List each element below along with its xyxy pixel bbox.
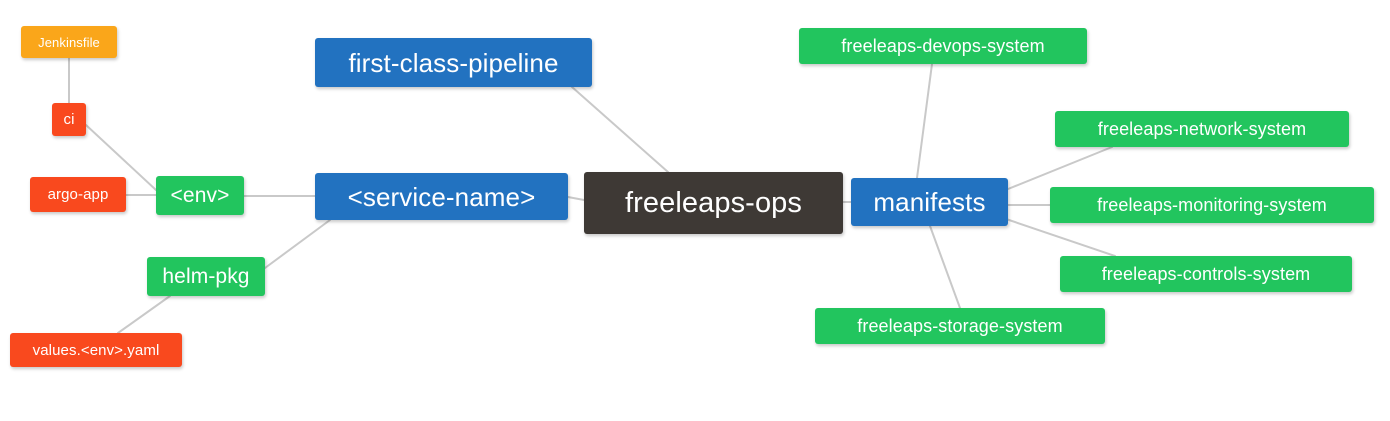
node-label: freeleaps-controls-system: [1101, 264, 1311, 284]
node-freeleaps-ops[interactable]: freeleaps-ops: [584, 172, 843, 234]
node-label: argo-app: [47, 186, 109, 203]
node-values-yaml[interactable]: values.<env>.yaml: [10, 333, 182, 367]
node-label: Jenkinsfile: [38, 34, 100, 50]
node-label: manifests: [873, 187, 986, 217]
node-label: freeleaps-network-system: [1097, 119, 1307, 139]
edge-manifests-to-freeleaps-network-system: [1007, 146, 1113, 190]
node-label: freeleaps-monitoring-system: [1097, 195, 1327, 215]
node-label: ci: [63, 111, 75, 128]
node-first-class-pipeline[interactable]: first-class-pipeline: [315, 38, 592, 87]
node-freeleaps-monitoring-system[interactable]: freeleaps-monitoring-system: [1050, 187, 1374, 223]
node-freeleaps-devops-system[interactable]: freeleaps-devops-system: [799, 28, 1087, 64]
node-label: <service-name>: [347, 181, 536, 212]
edge-service-name-to-freeleaps-ops: [567, 196, 585, 201]
node-env[interactable]: <env>: [156, 176, 244, 215]
node-freeleaps-network-system[interactable]: freeleaps-network-system: [1055, 111, 1349, 147]
node-manifests[interactable]: manifests: [851, 178, 1008, 226]
node-service-name[interactable]: <service-name>: [315, 173, 568, 220]
node-label: freeleaps-storage-system: [857, 316, 1063, 336]
edge-service-name-to-helm-pkg: [264, 219, 331, 269]
node-label: freeleaps-devops-system: [841, 36, 1045, 56]
edge-manifests-to-freeleaps-controls-system: [1005, 218, 1116, 257]
node-helm-pkg[interactable]: helm-pkg: [147, 257, 265, 296]
node-argo-app[interactable]: argo-app: [30, 177, 126, 212]
node-jenkinsfile[interactable]: Jenkinsfile: [21, 26, 117, 58]
node-label: first-class-pipeline: [348, 47, 559, 78]
node-ci[interactable]: ci: [52, 103, 86, 136]
edge-manifests-to-freeleaps-storage-system: [929, 225, 961, 309]
node-label: freeleaps-ops: [624, 186, 802, 219]
node-freeleaps-storage-system[interactable]: freeleaps-storage-system: [815, 308, 1105, 344]
edge-helm-pkg-to-values-yaml: [117, 295, 171, 334]
edge-first-class-pipeline-to-freeleaps-ops: [571, 86, 669, 173]
edge-manifests-to-freeleaps-devops-system: [916, 63, 933, 179]
node-label: helm-pkg: [162, 265, 250, 288]
node-label: <env>: [170, 184, 230, 207]
node-label: values.<env>.yaml: [32, 341, 160, 359]
node-freeleaps-controls-system[interactable]: freeleaps-controls-system: [1060, 256, 1352, 292]
